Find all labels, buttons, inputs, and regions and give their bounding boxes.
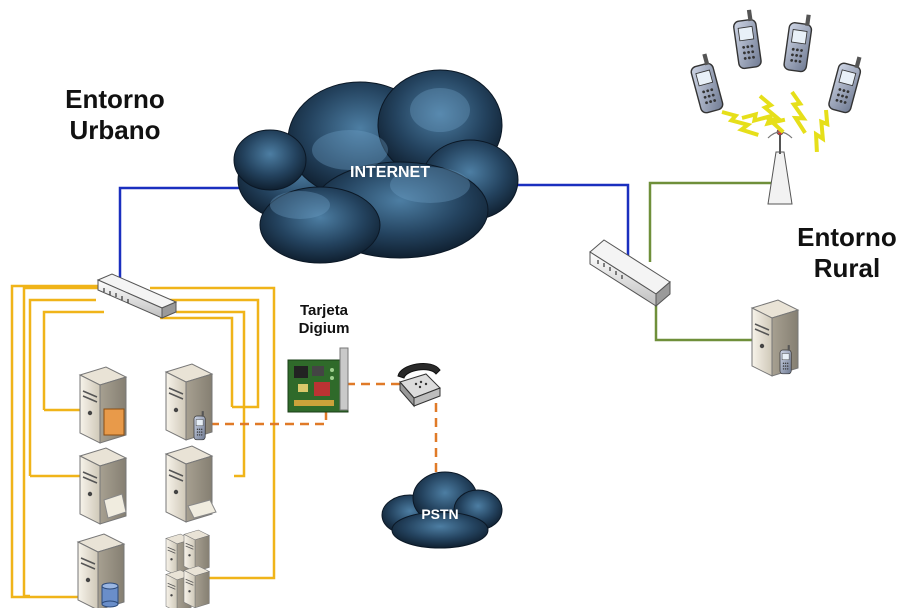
urban-server-database xyxy=(77,533,125,611)
document-icon xyxy=(103,493,127,519)
database-icon xyxy=(101,582,119,608)
card-label-line1: Tarjeta xyxy=(299,302,349,319)
urban-server-files xyxy=(79,366,127,444)
pstn-label: PSTN xyxy=(421,506,458,522)
rural-links xyxy=(648,181,776,342)
lan-link-fax xyxy=(176,310,246,478)
mobile-phone-icon xyxy=(730,8,763,70)
urban-label-line2: Urbano xyxy=(69,115,161,146)
antenna-tower-icon xyxy=(767,128,793,205)
urban-environment-label: Entorno Urbano xyxy=(40,84,190,146)
rural-antenna-link xyxy=(648,181,776,262)
urban-server-web xyxy=(79,447,127,525)
urban-server-mail xyxy=(165,445,217,523)
urban-switch xyxy=(96,273,178,319)
lan-links xyxy=(10,284,276,599)
rural-label-line2: Rural xyxy=(813,253,881,284)
lan-link-db-server xyxy=(10,284,100,599)
digium-card-label: Tarjeta Digium xyxy=(276,302,372,338)
rural-server-link xyxy=(654,298,756,342)
lan-link-mail xyxy=(28,298,96,476)
pstn-cloud: PSTN xyxy=(381,471,503,549)
mobile-phone-icon xyxy=(826,51,865,115)
urban-label-line1: Entorno xyxy=(65,84,165,114)
mobile-phone-icon xyxy=(782,11,815,73)
rural-wan-link xyxy=(500,183,630,262)
urban-server-cluster xyxy=(165,529,210,613)
rural-server xyxy=(751,299,799,377)
folder-icon xyxy=(103,408,125,436)
urban-server-pbx xyxy=(165,363,213,441)
envelope-icon xyxy=(187,499,217,519)
urban-wan-link xyxy=(118,186,250,280)
internet-cloud: INTERNET xyxy=(233,69,519,264)
lan-link-cluster xyxy=(22,286,112,598)
telephone-icon xyxy=(397,362,441,408)
card-label-line2: Digium xyxy=(298,320,350,337)
mobile-phone-icon xyxy=(686,52,725,115)
lan-link-files xyxy=(42,310,104,410)
internet-label: INTERNET xyxy=(350,164,430,181)
wireless-signals xyxy=(720,90,844,154)
lan-link-outer-right xyxy=(150,286,276,580)
rural-environment-label: Entorno Rural xyxy=(782,222,912,284)
wan-links xyxy=(118,183,630,280)
rural-label-line1: Entorno xyxy=(797,222,897,252)
pbx-card-link xyxy=(210,400,328,426)
lan-link-right-mid xyxy=(160,316,234,407)
digium-card-icon xyxy=(287,347,349,413)
phone-links xyxy=(210,382,438,478)
rural-switch xyxy=(589,239,671,308)
